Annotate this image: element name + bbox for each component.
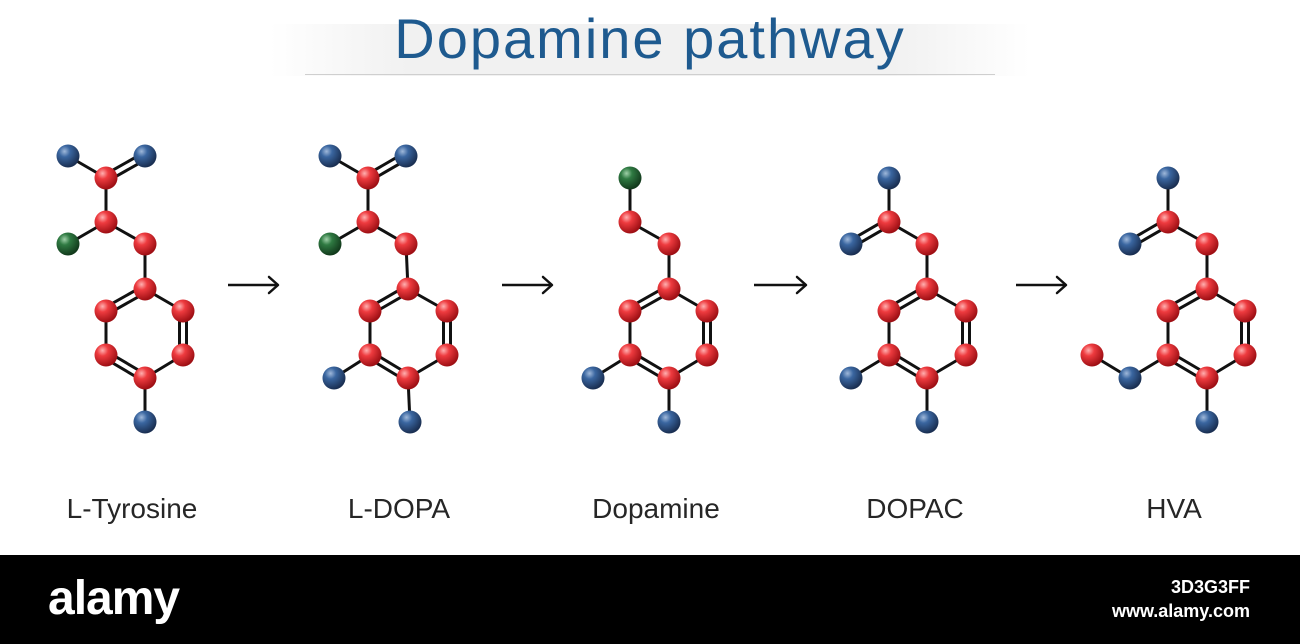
hva-carbon-atom bbox=[1156, 210, 1180, 234]
molecule-label-dopac: DOPAC bbox=[866, 493, 964, 524]
hva-carbon-atom bbox=[1195, 366, 1219, 390]
l-tyrosine-carbon-atom bbox=[94, 299, 118, 323]
hva-carbon-atom bbox=[1156, 343, 1180, 367]
page-title: Dopamine pathway bbox=[394, 7, 906, 70]
arrow-right-icon bbox=[228, 275, 280, 295]
dopamine-oxygen-atom bbox=[657, 410, 681, 434]
hva-carbon-atom bbox=[1233, 299, 1257, 323]
hva-oxygen-atom bbox=[1118, 232, 1142, 256]
l-dopa-carbon-atom bbox=[356, 210, 380, 234]
l-tyrosine-carbon-atom bbox=[133, 277, 157, 301]
molecule-label-dopamine: Dopamine bbox=[592, 493, 720, 524]
hva-carbon-atom bbox=[1195, 277, 1219, 301]
hva-carbon-atom bbox=[1156, 299, 1180, 323]
l-tyrosine-carbon-atom bbox=[94, 210, 118, 234]
footer-bar: alamy 3D3G3FF www.alamy.com bbox=[0, 555, 1300, 644]
l-dopa-nitrogen-atom bbox=[318, 232, 342, 256]
l-tyrosine-carbon-atom bbox=[133, 366, 157, 390]
l-dopa-carbon-atom bbox=[358, 299, 382, 323]
l-dopa-oxygen-atom bbox=[394, 144, 418, 168]
l-dopa-oxygen-atom bbox=[318, 144, 342, 168]
dopamine-carbon-atom bbox=[618, 299, 642, 323]
dopamine-carbon-atom bbox=[657, 277, 681, 301]
l-tyrosine-carbon-atom bbox=[133, 232, 157, 256]
title-underline bbox=[305, 74, 995, 75]
l-tyrosine-carbon-atom bbox=[171, 299, 195, 323]
dopac-oxygen-atom bbox=[915, 410, 939, 434]
dopac-oxygen-atom bbox=[877, 166, 901, 190]
dopamine-carbon-atom bbox=[657, 366, 681, 390]
arrow-layer bbox=[228, 275, 1068, 295]
dopamine-carbon-atom bbox=[618, 343, 642, 367]
hva-oxygen-atom bbox=[1118, 366, 1142, 390]
pathway-diagram bbox=[56, 144, 1257, 434]
arrow-right-icon bbox=[502, 275, 554, 295]
dopac-carbon-atom bbox=[877, 343, 901, 367]
dopamine-oxygen-atom bbox=[581, 366, 605, 390]
l-tyrosine-carbon-atom bbox=[94, 166, 118, 190]
footer-image-id: 3D3G3FF bbox=[1170, 577, 1250, 597]
dopac-carbon-atom bbox=[915, 232, 939, 256]
dopac-carbon-atom bbox=[954, 299, 978, 323]
l-dopa-carbon-atom bbox=[394, 232, 418, 256]
dopac-carbon-atom bbox=[877, 299, 901, 323]
hva-carbon-atom bbox=[1233, 343, 1257, 367]
dopac-carbon-atom bbox=[954, 343, 978, 367]
dopac-carbon-atom bbox=[915, 366, 939, 390]
footer-url: www.alamy.com bbox=[1111, 601, 1250, 621]
hva-oxygen-atom bbox=[1156, 166, 1180, 190]
dopac-carbon-atom bbox=[915, 277, 939, 301]
dopamine-carbon-atom bbox=[695, 299, 719, 323]
arrow-right-icon bbox=[1016, 275, 1068, 295]
arrow-right-icon bbox=[754, 275, 808, 295]
dopamine-carbon-atom bbox=[695, 343, 719, 367]
molecule-label-hva: HVA bbox=[1146, 493, 1202, 524]
l-tyrosine-nitrogen-atom bbox=[56, 232, 80, 256]
l-tyrosine-carbon-atom bbox=[94, 343, 118, 367]
l-dopa-carbon-atom bbox=[356, 166, 380, 190]
molecule-label-l-tyrosine: L-Tyrosine bbox=[66, 493, 198, 524]
l-tyrosine-oxygen-atom bbox=[56, 144, 80, 168]
dopac-carbon-atom bbox=[877, 210, 901, 234]
l-tyrosine-oxygen-atom bbox=[133, 410, 157, 434]
dopac-oxygen-atom bbox=[839, 232, 863, 256]
l-dopa-carbon-atom bbox=[396, 277, 420, 301]
dopamine-carbon-atom bbox=[657, 232, 681, 256]
l-dopa-carbon-atom bbox=[396, 366, 420, 390]
dopamine-carbon-atom bbox=[618, 210, 642, 234]
dopamine-nitrogen-atom bbox=[618, 166, 642, 190]
hva-carbon-atom bbox=[1080, 343, 1104, 367]
footer-brand-logo: alamy bbox=[48, 572, 180, 625]
l-tyrosine-oxygen-atom bbox=[133, 144, 157, 168]
hva-carbon-atom bbox=[1195, 232, 1219, 256]
l-tyrosine-carbon-atom bbox=[171, 343, 195, 367]
l-dopa-oxygen-atom bbox=[398, 410, 422, 434]
atom-layer bbox=[56, 144, 1257, 434]
title-band bbox=[270, 24, 1030, 76]
l-dopa-oxygen-atom bbox=[322, 366, 346, 390]
l-dopa-carbon-atom bbox=[358, 343, 382, 367]
dopac-oxygen-atom bbox=[839, 366, 863, 390]
l-dopa-carbon-atom bbox=[435, 299, 459, 323]
l-dopa-carbon-atom bbox=[435, 343, 459, 367]
hva-oxygen-atom bbox=[1195, 410, 1219, 434]
molecule-label-l-dopa: L-DOPA bbox=[347, 493, 451, 524]
